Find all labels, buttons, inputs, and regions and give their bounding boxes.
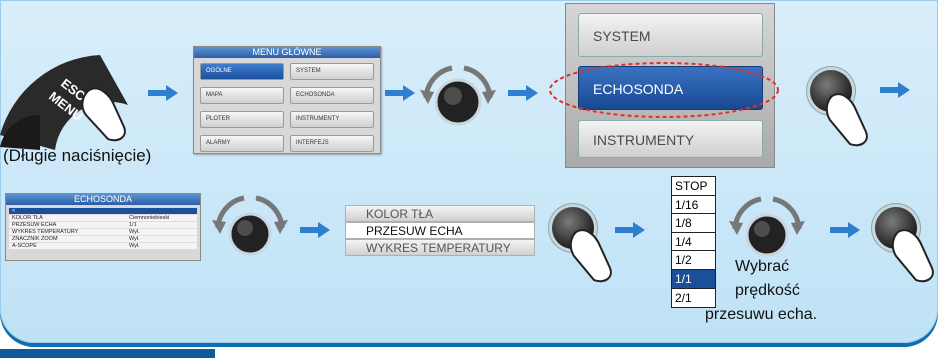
- pressing-hand-icon: [826, 93, 868, 147]
- echo-row-background-color[interactable]: KOLOR TŁA Ciemnoniebieski: [9, 215, 197, 222]
- echo-row-a-scope[interactable]: A-SCOPE Wył.: [9, 243, 197, 250]
- main-menu-title: MENU GŁÓWNE: [194, 47, 380, 58]
- rotate-knob-icon: [420, 65, 496, 126]
- speed-option[interactable]: STOP: [672, 177, 715, 196]
- back-row[interactable]: <: [9, 208, 197, 215]
- pressing-hand-icon: [81, 87, 126, 142]
- menu-item-map[interactable]: MAPA: [200, 87, 284, 104]
- zoom-item-temperature-graph[interactable]: WYKRES TEMPERATURY: [345, 239, 535, 256]
- speed-option[interactable]: 1/16: [672, 196, 715, 215]
- arrow-right-icon: [508, 85, 538, 101]
- big-menu-echosounder[interactable]: ECHOSONDA: [578, 66, 763, 110]
- row-label: KOLOR TŁA: [12, 215, 43, 221]
- menu-item-general[interactable]: OGÓLNE: [200, 63, 284, 80]
- speed-option[interactable]: 1/2: [672, 251, 715, 270]
- zoomed-settings-list: KOLOR TŁA PRZESUW ECHA WYKRES TEMPERATUR…: [345, 205, 535, 260]
- zoom-item-background-color[interactable]: KOLOR TŁA: [345, 205, 535, 222]
- speed-option[interactable]: 1/8: [672, 214, 715, 233]
- arrow-right-icon: [385, 85, 415, 101]
- esc-menu-key[interactable]: ESC MENU: [0, 35, 130, 150]
- bottom-bar: [0, 349, 215, 358]
- back-icon: <: [12, 208, 16, 214]
- row-label: A-SCOPE: [12, 243, 37, 249]
- rotate-knob-icon: [212, 195, 288, 256]
- echosounder-menu-title: ECHOSONDA: [6, 194, 200, 205]
- arrow-right-icon: [300, 222, 330, 238]
- menu-item-system[interactable]: SYSTEM: [290, 63, 374, 80]
- echo-row-temp-graph[interactable]: WYKRES TEMPERATURY Wył.: [9, 229, 197, 236]
- menu-item-alarms[interactable]: ALARMY: [200, 135, 284, 152]
- instruction-line-1: Wybrać: [735, 258, 790, 275]
- row-value: Wył.: [129, 236, 140, 242]
- long-press-caption: (Długie naciśnięcie): [3, 146, 152, 165]
- pressing-hand-icon: [570, 229, 612, 283]
- echosounder-menu: ECHOSONDA < KOLOR TŁA Ciemnoniebieski PRZ…: [5, 193, 201, 261]
- row-label: PRZESUW ECHA: [12, 222, 57, 228]
- speed-option[interactable]: 1/4: [672, 233, 715, 252]
- speed-option-selected[interactable]: 1/1: [672, 269, 715, 289]
- arrow-right-icon: [880, 82, 910, 98]
- menu-item-instruments[interactable]: INSTRUMENTY: [290, 111, 374, 128]
- speed-option[interactable]: 2/1: [675, 290, 692, 305]
- echo-row-echo-advance[interactable]: PRZESUW ECHA 1/1: [9, 222, 197, 229]
- echo-speed-list: STOP 1/16 1/8 1/4 1/2 1/1 2/1: [671, 176, 716, 309]
- arrow-right-icon: [148, 85, 178, 101]
- arrow-right-icon: [830, 222, 860, 238]
- big-menu-instruments[interactable]: INSTRUMENTY: [578, 120, 763, 158]
- big-menu-system[interactable]: SYSTEM: [578, 13, 763, 57]
- menu-item-interface[interactable]: INTERFEJS: [290, 135, 374, 152]
- echo-row-zoom-marker[interactable]: ZNACZNIK ZOOM Wył.: [9, 236, 197, 243]
- row-value: Wył.: [129, 243, 140, 249]
- menu-item-plotter[interactable]: PLOTER: [200, 111, 284, 128]
- row-value: Ciemnoniebieski: [129, 215, 170, 221]
- row-value: 1/1: [129, 222, 137, 228]
- row-label: ZNACZNIK ZOOM: [12, 236, 58, 242]
- instruction-line-2: prędkość: [735, 282, 800, 299]
- arrow-right-icon: [615, 222, 645, 238]
- instruction-line-3: przesuwu echa.: [705, 306, 818, 323]
- zoom-item-echo-advance[interactable]: PRZESUW ECHA: [345, 222, 535, 239]
- menu-item-echosounder[interactable]: ECHOSONDA: [290, 87, 374, 104]
- highlight-ring: [549, 62, 779, 118]
- rotate-knob-icon: [729, 196, 805, 257]
- row-label: WYKRES TEMPERATURY: [12, 229, 79, 235]
- row-value: Wył.: [129, 229, 140, 235]
- panel-background: [0, 0, 938, 343]
- main-menu: MENU GŁÓWNE OGÓLNE MAPA PLOTER ALARMY SY…: [193, 46, 381, 154]
- pressing-hand-icon: [892, 229, 934, 283]
